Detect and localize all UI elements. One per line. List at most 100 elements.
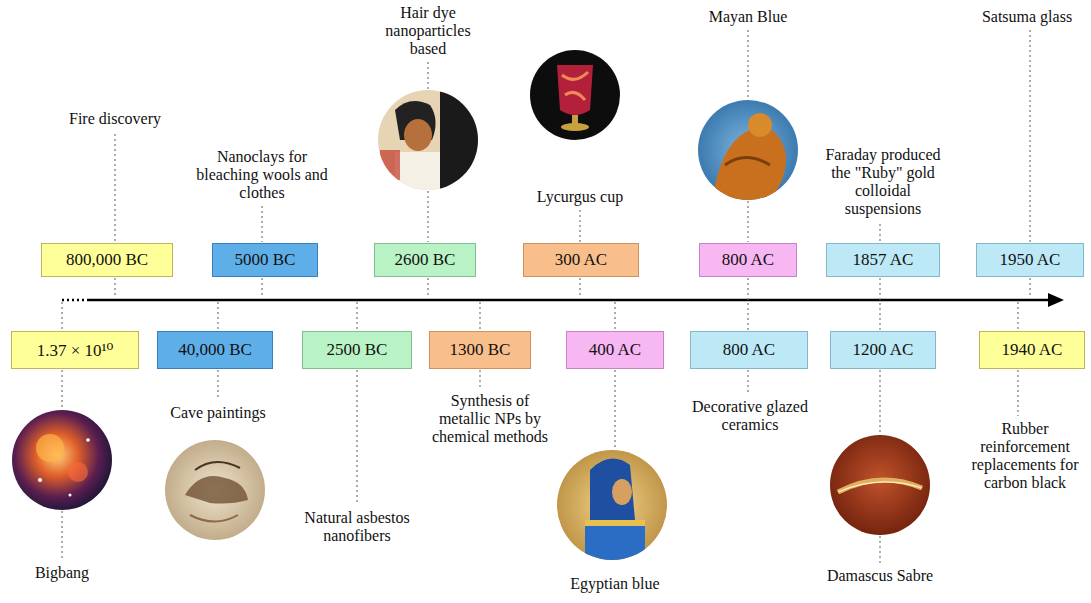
face-figure	[612, 479, 632, 505]
leader-line	[427, 278, 428, 298]
hair-dye-picture	[378, 90, 480, 192]
star	[86, 438, 90, 442]
dark-panel	[440, 90, 480, 190]
damascus-sabre-picture	[830, 435, 930, 535]
leader-line	[479, 370, 480, 388]
leader-line	[879, 278, 880, 330]
rock-stroke	[190, 515, 238, 522]
date-box: 800 AC	[690, 331, 808, 369]
leader-line	[579, 278, 580, 298]
date-box: 1950 AC	[976, 243, 1084, 277]
nebula-spot	[36, 434, 64, 462]
leader-line	[1029, 278, 1030, 298]
face-figure	[404, 119, 432, 151]
leader-line	[1029, 30, 1030, 242]
date-box: 40,000 BC	[157, 331, 273, 369]
date-text: 800 AC	[723, 340, 775, 360]
leader-line	[217, 370, 218, 400]
bigbang-picture	[12, 410, 112, 510]
event-label: Rubber reinforcement replacements for ca…	[965, 420, 1085, 492]
leader-line	[427, 62, 428, 89]
leader-line	[614, 370, 615, 449]
leader-line	[479, 302, 480, 330]
date-text: 300 AC	[555, 250, 607, 270]
leader-line	[579, 210, 580, 242]
date-text: 1950 AC	[1000, 250, 1061, 270]
date-text: 400 AC	[589, 340, 641, 360]
event-label: Satsuma glass	[967, 8, 1087, 26]
leader-line	[1017, 302, 1018, 330]
nebula-spot	[68, 462, 88, 482]
robe-figure	[585, 520, 645, 565]
date-text: 2500 BC	[327, 340, 388, 360]
date-box: 1200 AC	[830, 331, 936, 369]
figure-detail	[725, 158, 770, 166]
leader-line	[356, 302, 357, 330]
leader-line	[427, 191, 428, 242]
leader-line	[879, 224, 880, 242]
timeline-arrowhead	[1048, 293, 1064, 307]
star	[38, 478, 42, 482]
egyptian-blue-picture	[557, 450, 667, 565]
leader-line	[61, 302, 62, 330]
event-label: Lycurgus cup	[515, 188, 645, 206]
date-text: 1200 AC	[853, 340, 914, 360]
leader-line	[614, 302, 615, 330]
cup-decoration	[562, 72, 588, 100]
event-label: Damascus Sabre	[815, 567, 945, 585]
date-box: 300 AC	[523, 243, 639, 277]
event-label: Nanoclays for bleaching wools and clothe…	[195, 148, 330, 202]
date-text: 1.37 × 10¹⁰	[37, 340, 114, 361]
rock-stroke	[195, 462, 240, 470]
leader-line	[747, 201, 748, 242]
leader-line	[879, 536, 880, 563]
picture-circle	[165, 440, 265, 540]
headdress-figure	[590, 459, 635, 520]
date-box: 1.37 × 10¹⁰	[11, 331, 139, 369]
date-box: 5000 BC	[212, 243, 318, 277]
picture-circle	[530, 50, 620, 140]
timeline-start	[62, 299, 88, 302]
leader-line	[261, 206, 262, 242]
date-text: 800 AC	[722, 250, 774, 270]
date-box: 1940 AC	[979, 331, 1085, 369]
cup-foot	[561, 123, 589, 131]
cup-body	[557, 65, 593, 115]
date-box: 1300 BC	[429, 331, 531, 369]
leader-lines	[62, 30, 1030, 563]
event-label: Synthesis of metallic NPs by chemical me…	[428, 392, 553, 446]
fresco-detail	[380, 150, 400, 180]
leader-line	[747, 370, 748, 394]
figure-head	[748, 113, 772, 137]
sabre-blade	[838, 480, 922, 492]
date-text: 1940 AC	[1002, 340, 1063, 360]
collar-figure	[585, 520, 645, 526]
leader-line	[261, 278, 262, 298]
leader-line	[1017, 370, 1018, 416]
lycurgus-cup-picture	[530, 50, 620, 140]
date-text: 5000 BC	[235, 250, 296, 270]
leader-line	[879, 370, 880, 434]
leader-line	[61, 370, 62, 409]
event-label: Cave paintings	[153, 404, 283, 422]
event-label: Mayan Blue	[688, 8, 808, 26]
leader-line	[114, 134, 115, 242]
event-label: Egyptian blue	[555, 575, 675, 593]
leader-line	[114, 278, 115, 298]
event-label: Fire discovery	[40, 110, 190, 128]
event-label: Bigbang	[12, 564, 112, 582]
picture-circle	[12, 410, 112, 510]
leader-line	[61, 511, 62, 560]
event-label: Natural asbestos nanofibers	[292, 509, 422, 545]
leader-line	[747, 278, 748, 330]
date-box: 800 AC	[699, 243, 797, 277]
date-box: 400 AC	[566, 331, 664, 369]
leader-line	[217, 302, 218, 330]
timeline-axis	[88, 299, 1052, 302]
date-text: 2600 BC	[395, 250, 456, 270]
date-box: 800,000 BC	[41, 243, 173, 277]
date-text: 1300 BC	[450, 340, 511, 360]
leader-line	[356, 370, 357, 504]
animal-figure	[185, 476, 248, 504]
